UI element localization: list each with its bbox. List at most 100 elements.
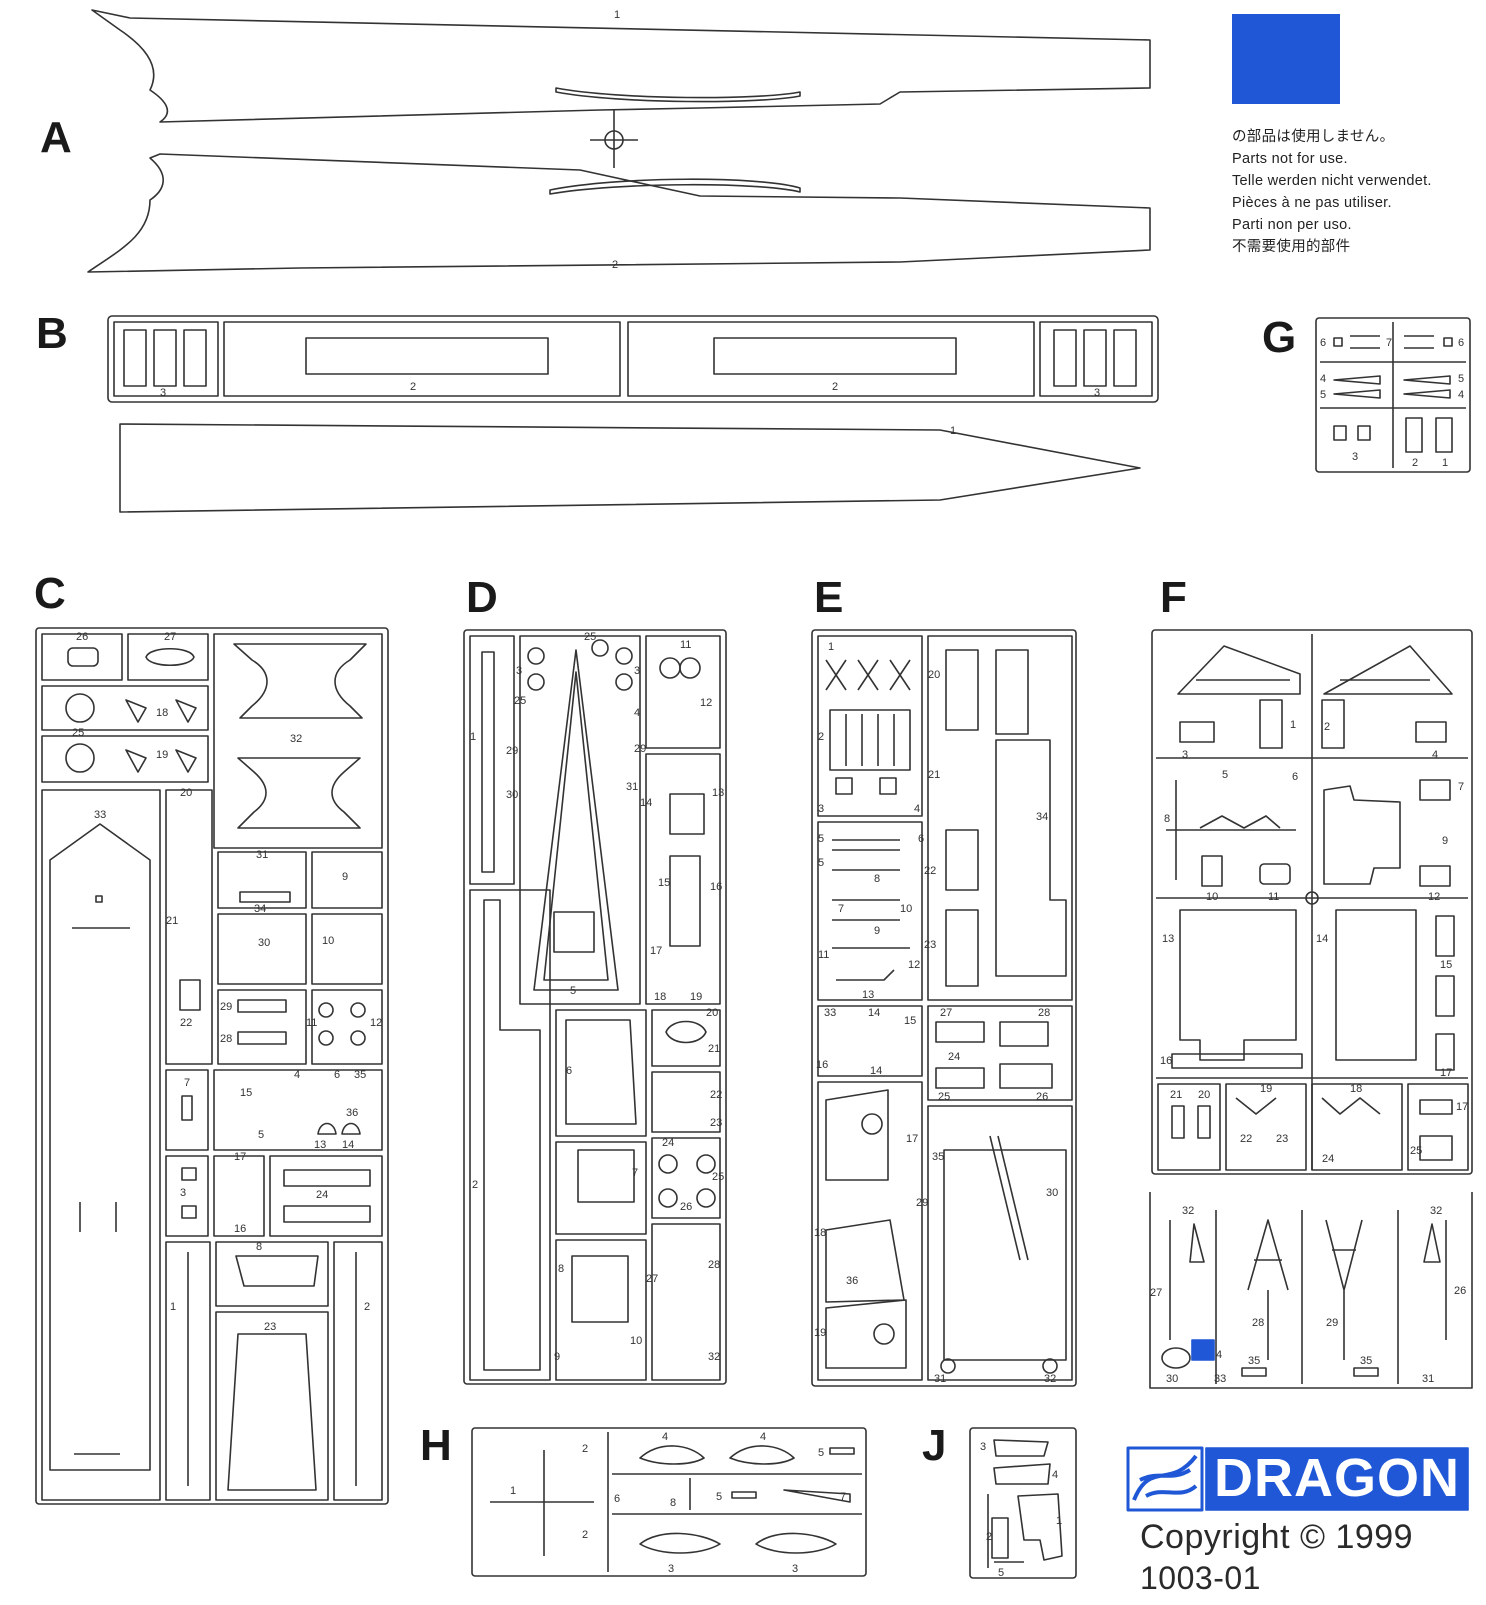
part-number: 6 bbox=[614, 1493, 620, 1505]
sheet-code: 1003-01 bbox=[1140, 1560, 1261, 1596]
sprue-letter-h: H bbox=[420, 1421, 452, 1470]
part-number: 15 bbox=[904, 1015, 916, 1027]
hull-half-lower bbox=[87, 153, 1151, 273]
sprue-d: 25 11 3 3 12 25 4 1 29 29 30 31 14 13 15… bbox=[463, 629, 727, 1385]
hull-half-upper bbox=[91, 9, 1151, 123]
part-number: 16 bbox=[1160, 1055, 1172, 1067]
part-number: 2 bbox=[818, 731, 824, 743]
part-number: 26 bbox=[1454, 1285, 1466, 1297]
part-number: 23 bbox=[710, 1117, 722, 1129]
part-number: 31 bbox=[934, 1373, 946, 1385]
part-number: 5 bbox=[258, 1129, 264, 1141]
dragon-logo bbox=[1126, 1446, 1469, 1512]
part-number: 21 bbox=[166, 915, 178, 927]
sprue-letter-a: A bbox=[40, 113, 72, 162]
part-number: 23 bbox=[924, 939, 936, 951]
dragon-emblem-icon bbox=[1132, 1454, 1198, 1501]
part-number: 4 bbox=[760, 1431, 766, 1443]
part-number: 29 bbox=[506, 745, 518, 757]
part-number: 1 bbox=[1442, 457, 1448, 469]
sprue-j: 3 4 1 2 5 bbox=[969, 1427, 1077, 1579]
part-number: 25 bbox=[712, 1171, 724, 1183]
part-number: 7 bbox=[632, 1167, 638, 1179]
part-number: 4 bbox=[634, 707, 640, 719]
part-number: 17 bbox=[1440, 1067, 1452, 1079]
part-number: 16 bbox=[234, 1223, 246, 1235]
part-number: 5 bbox=[998, 1567, 1004, 1579]
part-number: 1 bbox=[1290, 719, 1296, 731]
part-number: 25 bbox=[1410, 1145, 1422, 1157]
part-number: 32 bbox=[1044, 1373, 1056, 1385]
sprue-letter-c: C bbox=[34, 569, 66, 618]
copyright-notice: Copyright © 1999 bbox=[1140, 1518, 1414, 1556]
part-number: 15 bbox=[240, 1087, 252, 1099]
part-number: 5 bbox=[1320, 389, 1326, 401]
part-number: 32 bbox=[1182, 1205, 1194, 1217]
part-number: 9 bbox=[554, 1351, 560, 1363]
part-number: 23 bbox=[264, 1321, 276, 1333]
part-number: 2 bbox=[832, 381, 838, 393]
part-number: 5 bbox=[570, 985, 576, 997]
part-number: 10 bbox=[630, 1335, 642, 1347]
part-number: 8 bbox=[256, 1241, 262, 1253]
part-number: 19 bbox=[814, 1327, 826, 1339]
not-for-use-swatch bbox=[1232, 14, 1340, 104]
part-number: 29 bbox=[916, 1197, 928, 1209]
sprue-letter-j: J bbox=[922, 1421, 947, 1470]
part-number: 7 bbox=[840, 1491, 846, 1503]
legend-line: Parti non per uso. bbox=[1232, 217, 1352, 233]
part-number: 18 bbox=[156, 707, 168, 719]
part-number: 8 bbox=[558, 1263, 564, 1275]
part-number: 28 bbox=[1252, 1317, 1264, 1329]
sprue-c: 26 27 18 25 19 32 33 20 31 9 34 21 30 10… bbox=[35, 627, 389, 1505]
part-number: 26 bbox=[1036, 1091, 1048, 1103]
part-number: 27 bbox=[646, 1273, 658, 1285]
part-number: 5 bbox=[1222, 769, 1228, 781]
part-number: 35 bbox=[1360, 1355, 1372, 1367]
propeller-part bbox=[590, 110, 638, 168]
part-number: 36 bbox=[846, 1275, 858, 1287]
part-number: 26 bbox=[680, 1201, 692, 1213]
part-number: 3 bbox=[160, 387, 166, 399]
part-number: 7 bbox=[1458, 781, 1464, 793]
part-number: 12 bbox=[700, 697, 712, 709]
part-number: 4 bbox=[294, 1069, 300, 1081]
legend-line: Pièces à ne pas utiliser. bbox=[1232, 195, 1392, 211]
part-number: 11 bbox=[818, 949, 829, 961]
part-number: 3 bbox=[634, 665, 640, 677]
part-number: 1 bbox=[470, 731, 476, 743]
part-number: 3 bbox=[980, 1441, 986, 1453]
part-number: 5 bbox=[818, 857, 824, 869]
part-number: 12 bbox=[908, 959, 920, 971]
part-number: 21 bbox=[928, 769, 940, 781]
part-number: 12 bbox=[370, 1017, 382, 1029]
sprue-h: 4 4 5 2 1 6 5 7 2 8 3 3 bbox=[471, 1427, 867, 1577]
part-number: 35 bbox=[354, 1069, 366, 1081]
part-number: 3 bbox=[516, 665, 522, 677]
part-number: 22 bbox=[710, 1089, 722, 1101]
part-number: 3 bbox=[1182, 749, 1188, 761]
part-number: 27 bbox=[940, 1007, 952, 1019]
part-number: 14 bbox=[870, 1065, 882, 1077]
part-number: 24 bbox=[948, 1051, 960, 1063]
part-number: 16 bbox=[710, 881, 722, 893]
part-number: 20 bbox=[180, 787, 192, 799]
part-number: 17 bbox=[1456, 1101, 1468, 1113]
legend-line: 不需要使用的部件 bbox=[1232, 239, 1351, 255]
part-number: 35 bbox=[1248, 1355, 1260, 1367]
sprue-letter-b: B bbox=[36, 309, 68, 358]
part-number: 2 bbox=[986, 1531, 992, 1543]
part-number: 1 bbox=[1056, 1515, 1062, 1527]
part-number: 36 bbox=[346, 1107, 358, 1119]
part-number: 24 bbox=[662, 1137, 674, 1149]
part-number: 18 bbox=[814, 1227, 826, 1239]
part-number: 18 bbox=[654, 991, 666, 1003]
sprue-g: 6 7 6 4 5 5 4 3 2 1 bbox=[1315, 317, 1471, 473]
part-number: 7 bbox=[838, 903, 844, 915]
part-number: 1 bbox=[828, 641, 834, 653]
part-number: 22 bbox=[924, 865, 936, 877]
sprue-f: 1 2 3 4 5 6 7 8 9 10 11 12 13 14 15 16 1… bbox=[1149, 629, 1473, 1389]
part-number: 15 bbox=[658, 877, 670, 889]
part-number: 23 bbox=[1276, 1133, 1288, 1145]
